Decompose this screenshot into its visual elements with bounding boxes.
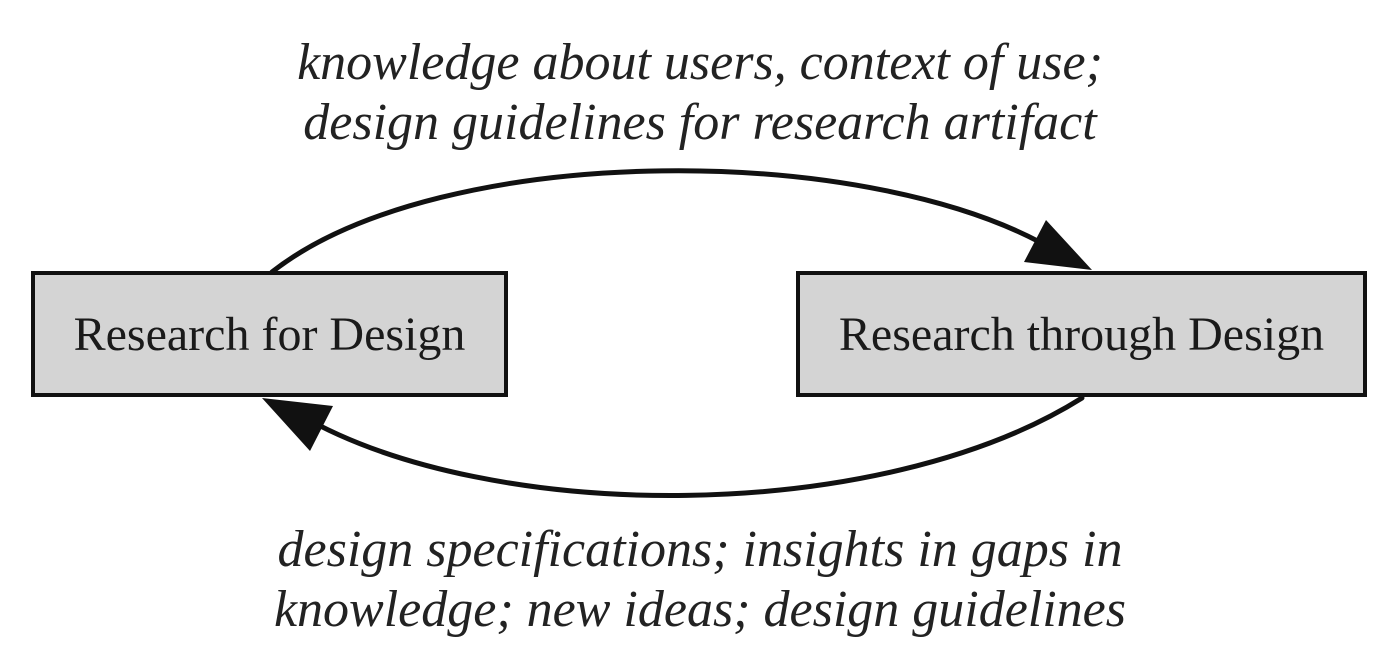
top-arc-arrow-line bbox=[269, 168, 1065, 275]
top-arrowhead bbox=[1024, 220, 1092, 270]
bottom-caption-line-1: design specifications; insights in gaps … bbox=[277, 521, 1123, 578]
research-for-design-box: Research for Design bbox=[31, 271, 508, 397]
research-through-design-box: Research through Design bbox=[796, 271, 1367, 397]
top-caption-line-1: knowledge about users, context of use; bbox=[297, 34, 1103, 91]
top-caption: knowledge about users, context of use; d… bbox=[0, 33, 1400, 153]
bottom-caption-line-2: knowledge; new ideas; design guidelines bbox=[273, 581, 1127, 638]
top-caption-line-2: design guidelines for research artifact bbox=[303, 94, 1097, 151]
bottom-arc-arrow-line bbox=[297, 395, 1085, 498]
bottom-arrowhead bbox=[262, 398, 333, 451]
research-for-design-label: Research for Design bbox=[73, 307, 466, 361]
bottom-caption: design specifications; insights in gaps … bbox=[0, 520, 1400, 640]
research-through-design-label: Research through Design bbox=[838, 307, 1325, 361]
